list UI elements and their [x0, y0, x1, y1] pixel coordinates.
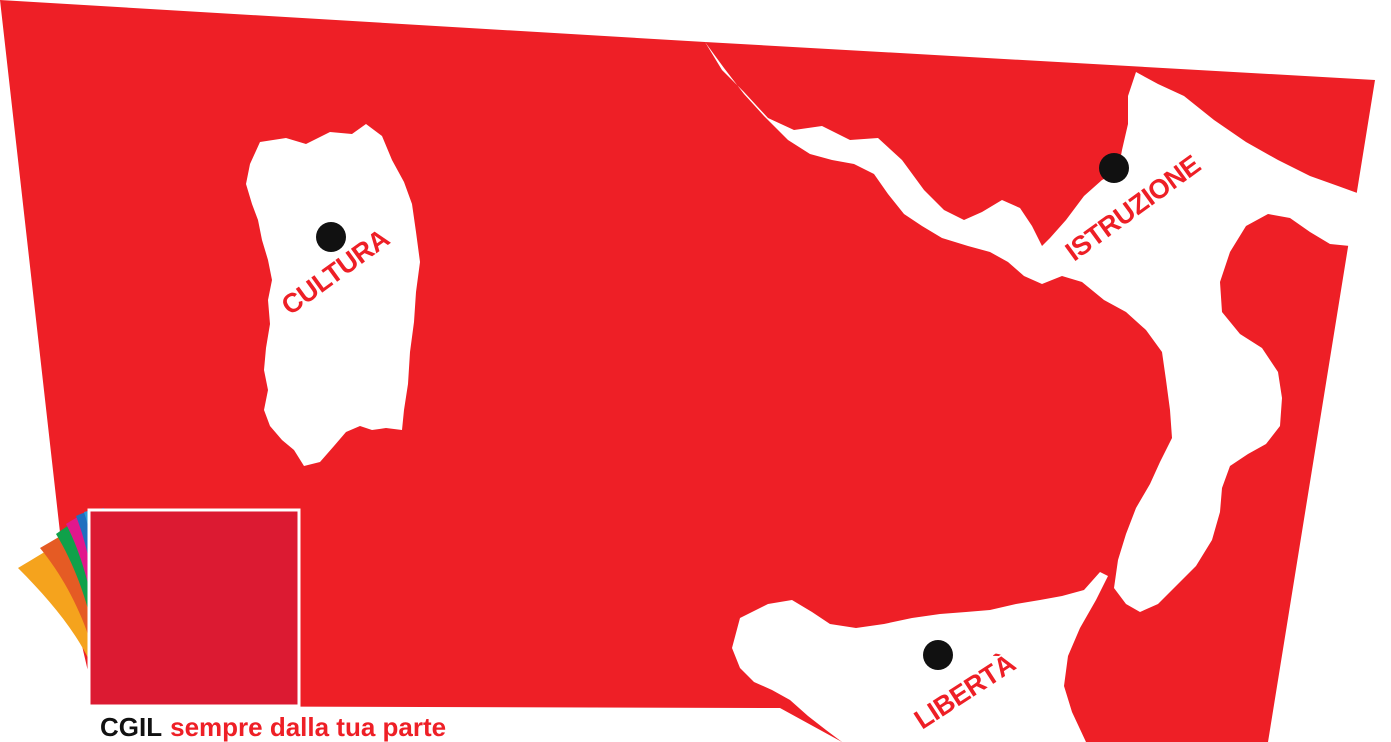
city-marker-sardinia: [316, 222, 346, 252]
sicily-island: [732, 572, 1108, 742]
tagline-brand: CGIL: [100, 712, 163, 742]
city-marker-puglia: [1099, 153, 1129, 183]
logo-red-square: [87, 508, 301, 708]
city-marker-sicily: [923, 640, 953, 670]
sardinia-island: [246, 124, 420, 466]
cgil-logo: [18, 508, 301, 708]
tagline-slogan: sempre dalla tua parte: [170, 712, 447, 742]
peninsula-land: [705, 42, 1360, 612]
